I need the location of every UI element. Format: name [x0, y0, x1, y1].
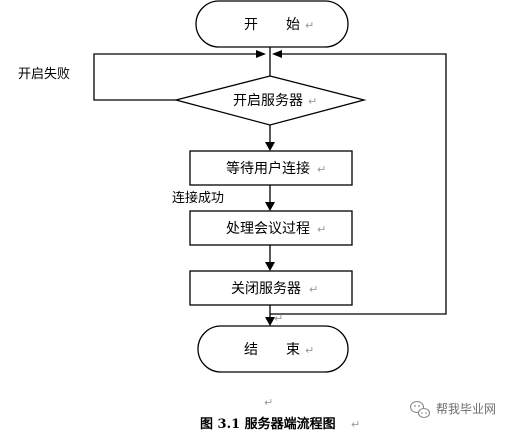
return-arrowhead	[272, 50, 282, 58]
success-label: 连接成功	[172, 190, 224, 206]
paragraph-mark: ↵	[317, 163, 326, 176]
wechat-icon	[409, 400, 431, 419]
paragraph-mark: ↵	[264, 396, 273, 409]
close-server-node: 关闭服务器 ↵	[189, 270, 353, 306]
fail-label: 开启失败	[18, 67, 70, 82]
start-server-label: 开启服务器	[233, 93, 303, 109]
paragraph-mark: ↵	[309, 283, 318, 296]
paragraph-mark: ↵	[317, 223, 326, 236]
end-node: 结 束 ↵	[197, 325, 349, 373]
start-label: 开 始	[244, 17, 300, 33]
arrowhead-close	[265, 262, 275, 271]
paragraph-mark: ↵	[305, 19, 314, 32]
paragraph-mark: ↵	[308, 95, 317, 108]
watermark-text: 帮我毕业网	[436, 402, 496, 416]
end-label: 结 束	[244, 342, 300, 358]
paragraph-mark: ↵	[351, 418, 360, 431]
process-meeting-label: 处理会议过程	[226, 221, 310, 237]
paragraph-mark: ↵	[274, 312, 283, 325]
return-loop-line	[270, 53, 447, 315]
close-server-label: 关闭服务器	[231, 281, 301, 297]
arrowhead-wait	[265, 142, 275, 151]
figure-caption: 图 3.1 服务器端流程图	[200, 416, 336, 432]
arrowhead-end	[265, 317, 275, 326]
failure-arrowhead	[256, 50, 266, 58]
watermark: 帮我毕业网	[409, 400, 496, 419]
failure-loop-line	[93, 53, 258, 101]
paragraph-mark: ↵	[305, 344, 314, 357]
wait-connection-label: 等待用户连接	[226, 160, 310, 177]
start-server-decision: 开启服务器 ↵	[173, 75, 367, 126]
process-meeting-node: 处理会议过程 ↵	[189, 210, 353, 246]
arrowhead-process	[265, 202, 275, 211]
wait-connection-node: 等待用户连接 ↵	[189, 150, 353, 186]
start-node: 开 始 ↵	[195, 0, 349, 48]
